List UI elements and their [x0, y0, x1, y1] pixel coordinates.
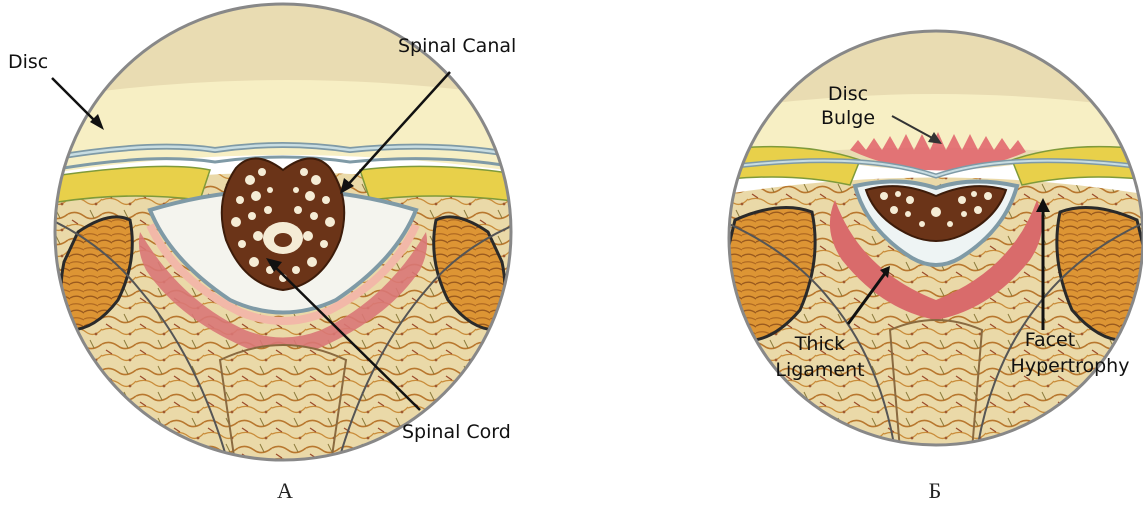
panel-a: Disc Spinal Canal Spinal Cord А: [8, 0, 540, 503]
label-disc-bulge-2: Bulge: [821, 107, 875, 129]
label-disc: Disc: [8, 51, 48, 73]
disc-arrow: [52, 78, 100, 126]
label-facet-2: Hypertrophy: [1011, 355, 1130, 377]
panel-a-cross-section: [40, 0, 540, 470]
caption-a: А: [277, 478, 293, 503]
label-facet-1: Facet: [1025, 329, 1075, 351]
label-spinal-cord: Spinal Cord: [402, 421, 511, 443]
label-thick-1: Thick: [794, 333, 845, 355]
label-spinal-canal: Spinal Canal: [398, 35, 516, 57]
panel-b: Disc Bulge Thick Ligament Facet Hypertro…: [706, 0, 1143, 503]
label-disc-bulge-1: Disc: [828, 83, 868, 105]
caption-b: Б: [929, 478, 942, 503]
panel-b-cross-section: [706, 0, 1143, 450]
label-thick-2: Ligament: [775, 359, 864, 381]
